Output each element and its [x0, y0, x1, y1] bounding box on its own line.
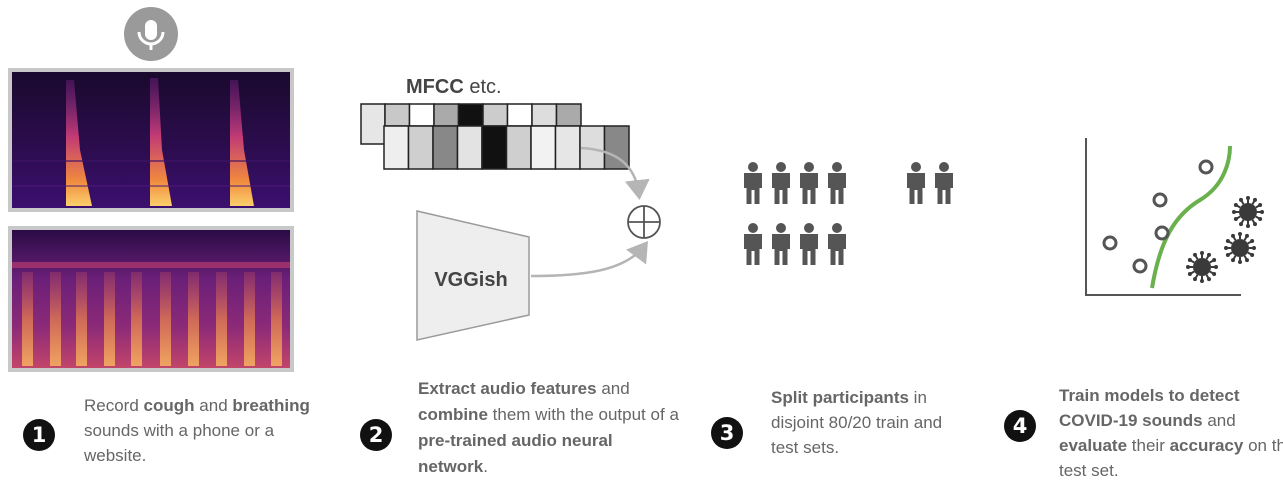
mfcc-cell: [530, 125, 557, 170]
participants-group: [744, 162, 953, 265]
person-icon: [907, 162, 925, 204]
mfcc-cell: [506, 103, 533, 127]
mfcc-cell: [531, 103, 558, 127]
virus-icon: [1232, 196, 1264, 228]
mfcc-cell: [505, 125, 532, 170]
healthy-point: [1102, 235, 1118, 251]
virus-icon: [1186, 251, 1218, 283]
step-4-badge: 4: [1004, 410, 1036, 442]
healthy-points: [1102, 159, 1214, 274]
healthy-point: [1154, 225, 1170, 241]
step-2-badge: 2: [360, 419, 392, 451]
person-icon: [772, 223, 790, 265]
healthy-point: [1132, 258, 1148, 274]
breath-burst: [160, 272, 171, 366]
mfcc-cell: [554, 125, 581, 170]
mfcc-cell: [555, 103, 582, 127]
person-icon: [772, 162, 790, 204]
mfcc-cell: [360, 103, 386, 145]
cough-spectrogram: [8, 68, 294, 212]
person-icon: [828, 223, 846, 265]
mfcc-cell: [481, 125, 508, 170]
vggish-arrow: [530, 240, 648, 278]
mfcc-arrow: [580, 146, 650, 200]
breath-burst: [76, 272, 87, 366]
mfcc-cell: [457, 103, 484, 127]
vggish-network: VGGish: [416, 210, 530, 341]
breath-burst: [216, 272, 227, 366]
mfcc-feature-grid: [360, 103, 630, 170]
person-icon: [744, 162, 762, 204]
breath-burst: [50, 272, 61, 366]
breath-burst: [271, 272, 282, 366]
breath-burst: [188, 272, 199, 366]
mfcc-cell: [456, 125, 483, 170]
breath-burst: [104, 272, 115, 366]
classifier-plot: [1085, 138, 1264, 296]
person-icon: [935, 162, 953, 204]
microphone-icon: [124, 7, 178, 61]
person-icon: [828, 162, 846, 204]
healthy-point: [1152, 192, 1168, 208]
mfcc-label: MFCC etc.: [406, 76, 502, 98]
step-1-badge: 1: [23, 419, 55, 451]
mfcc-cell: [383, 125, 410, 170]
mfcc-cell: [384, 103, 411, 127]
mfcc-cell: [603, 125, 630, 170]
decision-boundary: [1150, 145, 1232, 289]
person-icon: [800, 223, 818, 265]
person-icon: [800, 162, 818, 204]
mfcc-cell: [408, 103, 435, 127]
step-3-badge: 3: [711, 417, 743, 449]
breath-burst: [244, 272, 255, 366]
vggish-label: VGGish: [434, 269, 507, 291]
healthy-point: [1198, 159, 1214, 175]
mfcc-cell: [482, 103, 509, 127]
combine-plus-icon: [627, 205, 661, 239]
virus-icon: [1224, 232, 1256, 264]
breath-burst: [131, 272, 142, 366]
breathing-spectrogram: [8, 226, 294, 372]
mfcc-cell: [432, 125, 459, 170]
breath-burst: [22, 272, 33, 366]
mfcc-cell: [407, 125, 434, 170]
mfcc-cell: [433, 103, 460, 127]
person-icon: [744, 223, 762, 265]
